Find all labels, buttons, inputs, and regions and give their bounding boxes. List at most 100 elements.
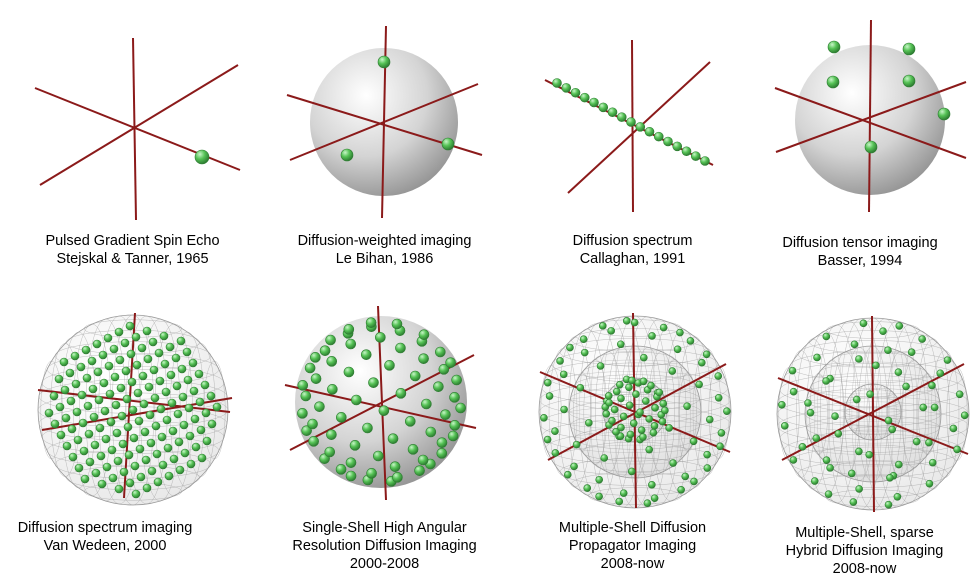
sample-point (152, 449, 162, 459)
sample-point (77, 390, 87, 400)
sample-point (404, 416, 416, 427)
mesh-meridian (876, 385, 889, 439)
sample-point (417, 454, 429, 466)
axis-line (123, 312, 136, 499)
sample-point (182, 347, 192, 357)
sample-point (700, 156, 710, 166)
sample-point (847, 469, 856, 478)
caption-line: Le Bihan, 1986 (335, 251, 434, 267)
panel-pgse (34, 37, 241, 221)
caption-hardi: Single-Shell High Angular Resolution Dif… (262, 519, 507, 573)
sample-point (418, 329, 430, 340)
sample-point (375, 332, 386, 343)
sample-point (207, 419, 217, 429)
sample-point (135, 444, 145, 454)
sample-point (84, 429, 94, 439)
sample-point (665, 424, 673, 432)
sample-point (186, 459, 196, 469)
sample-point (82, 373, 92, 383)
sample-point (65, 368, 75, 378)
sample-point (132, 360, 142, 370)
caption-line: Diffusion spectrum (572, 233, 693, 249)
sample-point (540, 414, 548, 422)
sample-point (165, 342, 175, 352)
sample-point (59, 357, 69, 367)
sample-point (105, 389, 115, 399)
sample-point (128, 405, 138, 415)
sample-point (651, 404, 659, 412)
sample-point (91, 468, 101, 478)
sample-point (616, 112, 627, 122)
sample-point (72, 407, 82, 417)
sample-point (378, 405, 390, 416)
sample-point (866, 390, 874, 399)
sample-point (612, 428, 620, 436)
sample-point (56, 430, 66, 440)
sample-point (626, 117, 636, 127)
sample-point (169, 454, 179, 464)
sample-point (212, 402, 222, 412)
mesh-meridian (111, 314, 155, 506)
sample-point (798, 443, 807, 451)
sample-point (158, 460, 168, 470)
sample-point (560, 405, 568, 414)
caption-line: Pulsed Gradient Spin Echo (45, 233, 220, 249)
sample-point (183, 375, 193, 385)
sample-point (673, 345, 682, 354)
sample-point (648, 480, 656, 489)
sample-point (131, 489, 141, 499)
sample-point (435, 346, 446, 358)
sample-point (190, 414, 200, 424)
sample-point (301, 425, 312, 436)
sample-point (178, 392, 188, 402)
sample-point (570, 462, 578, 471)
sample-point (179, 420, 189, 430)
sample-point (153, 477, 163, 487)
sample-point (639, 377, 648, 386)
sample-point (327, 384, 338, 395)
sample-point (855, 485, 863, 493)
sample-point (95, 423, 105, 433)
caption-line: 2000-2008 (349, 556, 420, 572)
sample-point (168, 426, 178, 436)
sample-point (627, 467, 636, 476)
sample-point (142, 483, 152, 493)
sample-point (436, 437, 448, 448)
sample-point (134, 416, 144, 426)
sample-point (643, 499, 652, 507)
sample-point (368, 377, 379, 388)
sample-point (438, 364, 450, 375)
sample-point (70, 351, 80, 361)
sample-point (616, 340, 625, 349)
sample-point (409, 370, 421, 382)
sample-point (645, 415, 654, 423)
sample-point (925, 479, 934, 488)
sample-point (804, 399, 812, 407)
sample-point (445, 357, 456, 368)
sample-point (598, 102, 609, 113)
sample-point (131, 332, 141, 342)
sample-point (139, 399, 149, 409)
sample-point (300, 390, 312, 402)
sample-point (628, 376, 636, 385)
sample-point (114, 327, 124, 337)
sample-point (598, 322, 607, 330)
sample-point (335, 464, 347, 475)
sample-point (850, 340, 859, 349)
panel-hydi (776, 315, 970, 513)
sample-point (108, 473, 118, 483)
sample-point (130, 461, 140, 471)
sample-point (894, 368, 903, 377)
sample-point (184, 403, 194, 413)
sample-point (55, 402, 65, 412)
sample-point (672, 141, 683, 152)
sample-point (160, 359, 170, 369)
sample-point (602, 410, 611, 418)
sample-point (314, 401, 325, 412)
sample-point (365, 317, 377, 328)
sample-point (930, 403, 939, 412)
sample-point (912, 437, 921, 446)
sample-point (97, 479, 107, 489)
sample-point (884, 416, 893, 425)
